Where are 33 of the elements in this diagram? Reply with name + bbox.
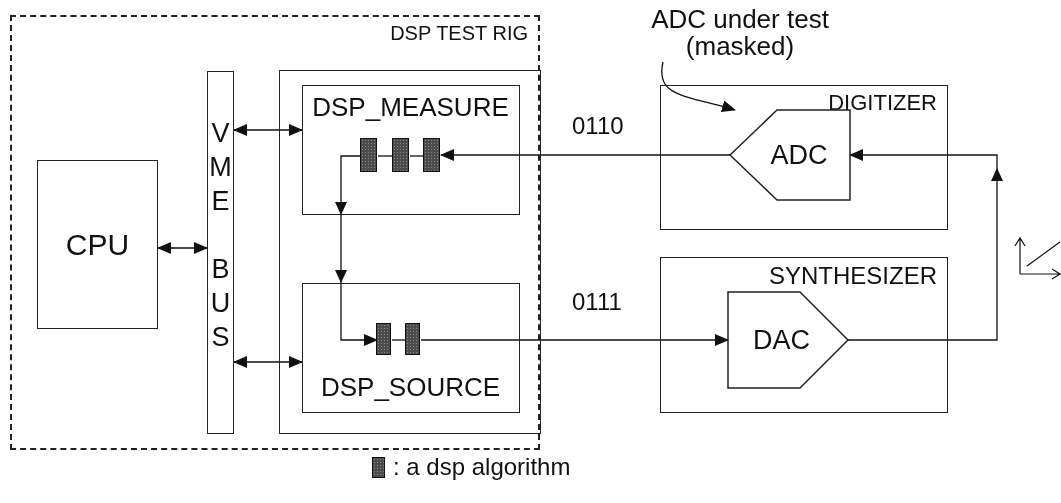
arrow — [440, 149, 731, 161]
arrow — [233, 124, 303, 136]
node-label: DSP_MEASURE — [312, 93, 509, 120]
module-box — [660, 257, 948, 413]
adc-symbol — [729, 109, 850, 200]
node-label: CPU — [65, 229, 130, 260]
module-box — [301, 84, 520, 215]
bus-label: BUS — [209, 253, 232, 354]
legend-text: : a dsp algorithm — [393, 455, 571, 479]
bus-label: VME — [208, 117, 233, 218]
arrow — [157, 242, 208, 254]
node-label: DIGITIZER — [828, 92, 937, 114]
arrow — [420, 334, 729, 346]
module-box — [279, 70, 541, 434]
arrow — [661, 61, 736, 113]
node-label: SYNTHESIZER — [768, 264, 937, 288]
module-box — [37, 160, 158, 329]
algorithm-block — [360, 138, 377, 172]
rig-boundary — [10, 15, 540, 450]
bus-bar — [207, 71, 234, 434]
algorithm-block — [376, 323, 391, 355]
node-label: DSP TEST RIG — [390, 23, 528, 43]
algorithm-block — [405, 323, 420, 355]
node-label: DAC — [753, 326, 810, 353]
annotation-text: ADC under test (masked) — [650, 6, 830, 61]
dac-symbol — [727, 291, 848, 388]
node-label: ADC — [770, 141, 828, 168]
arrow — [233, 356, 303, 368]
module-box — [301, 282, 520, 413]
node-label: DSP_SOURCE — [320, 373, 501, 400]
algorithm-block — [392, 138, 409, 172]
module-box — [660, 85, 948, 230]
algorithm-block — [423, 138, 440, 172]
